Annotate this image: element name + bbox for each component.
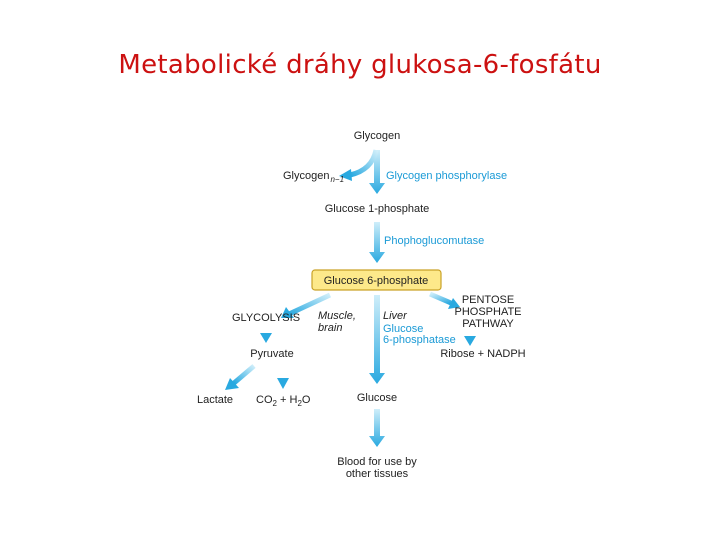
arrow-glucose-to-blood — [369, 409, 385, 447]
pathway-label: PATHWAY — [462, 318, 514, 330]
arrow-g1p-to-g6p — [369, 222, 385, 263]
glucose-6-phosphate-box — [311, 269, 442, 291]
muscle-label: Muscle, — [318, 310, 356, 322]
glucose-1-phosphate-label: Glucose 1-phosphate — [325, 203, 430, 215]
ribose-nadph-label: Ribose + NADPH — [440, 348, 525, 360]
arrow-pentose-to-ribose — [464, 330, 476, 346]
arrow-glycogen-to-g1p — [369, 150, 385, 194]
lactate-label: Lactate — [197, 394, 233, 406]
co2-h2o-label: CO2 + H2O — [256, 394, 311, 408]
phosphate-label: PHOSPHATE — [454, 306, 521, 318]
arrow-g6p-to-glucose — [369, 295, 385, 384]
pentose-label: PENTOSE — [462, 294, 514, 306]
arrow-g6p-to-glycolysis — [281, 292, 332, 318]
glucose-6-phosphatase-label-line1: Glucose — [383, 323, 423, 335]
phosphoglucomutase-label: Phophoglucomutase — [384, 235, 484, 247]
arrow-to-glycogen-n1 — [339, 149, 379, 181]
arrow-glycolysis-to-pyruvate — [260, 326, 272, 343]
liver-label: Liver — [383, 310, 408, 322]
arrow-g6p-to-pentose — [429, 291, 460, 309]
blood-label-line1: Blood for use by — [337, 456, 417, 468]
pyruvate-label: Pyruvate — [250, 348, 293, 360]
brain-label: brain — [318, 322, 342, 334]
glycogen-label: Glycogen — [354, 130, 400, 142]
arrow-pyruvate-to-lactate — [225, 364, 256, 390]
glucose-6-phosphatase-label-line2: 6-phosphatase — [383, 334, 456, 346]
glycolysis-label: GLYCOLYSIS — [232, 312, 300, 324]
glucose-label: Glucose — [357, 392, 397, 404]
glycogen-phosphorylase-label: Glycogen phosphorylase — [386, 170, 507, 182]
glucose-6-phosphate-label: Glucose 6-phosphate — [324, 275, 429, 287]
blood-label-line2: other tissues — [346, 468, 409, 480]
slide-title: Metabolické dráhy glukosa-6-fosfátu — [118, 50, 602, 80]
glycogen-n1-label: Glycogenn−1 — [283, 170, 344, 184]
arrow-pyruvate-to-co2 — [277, 366, 289, 389]
